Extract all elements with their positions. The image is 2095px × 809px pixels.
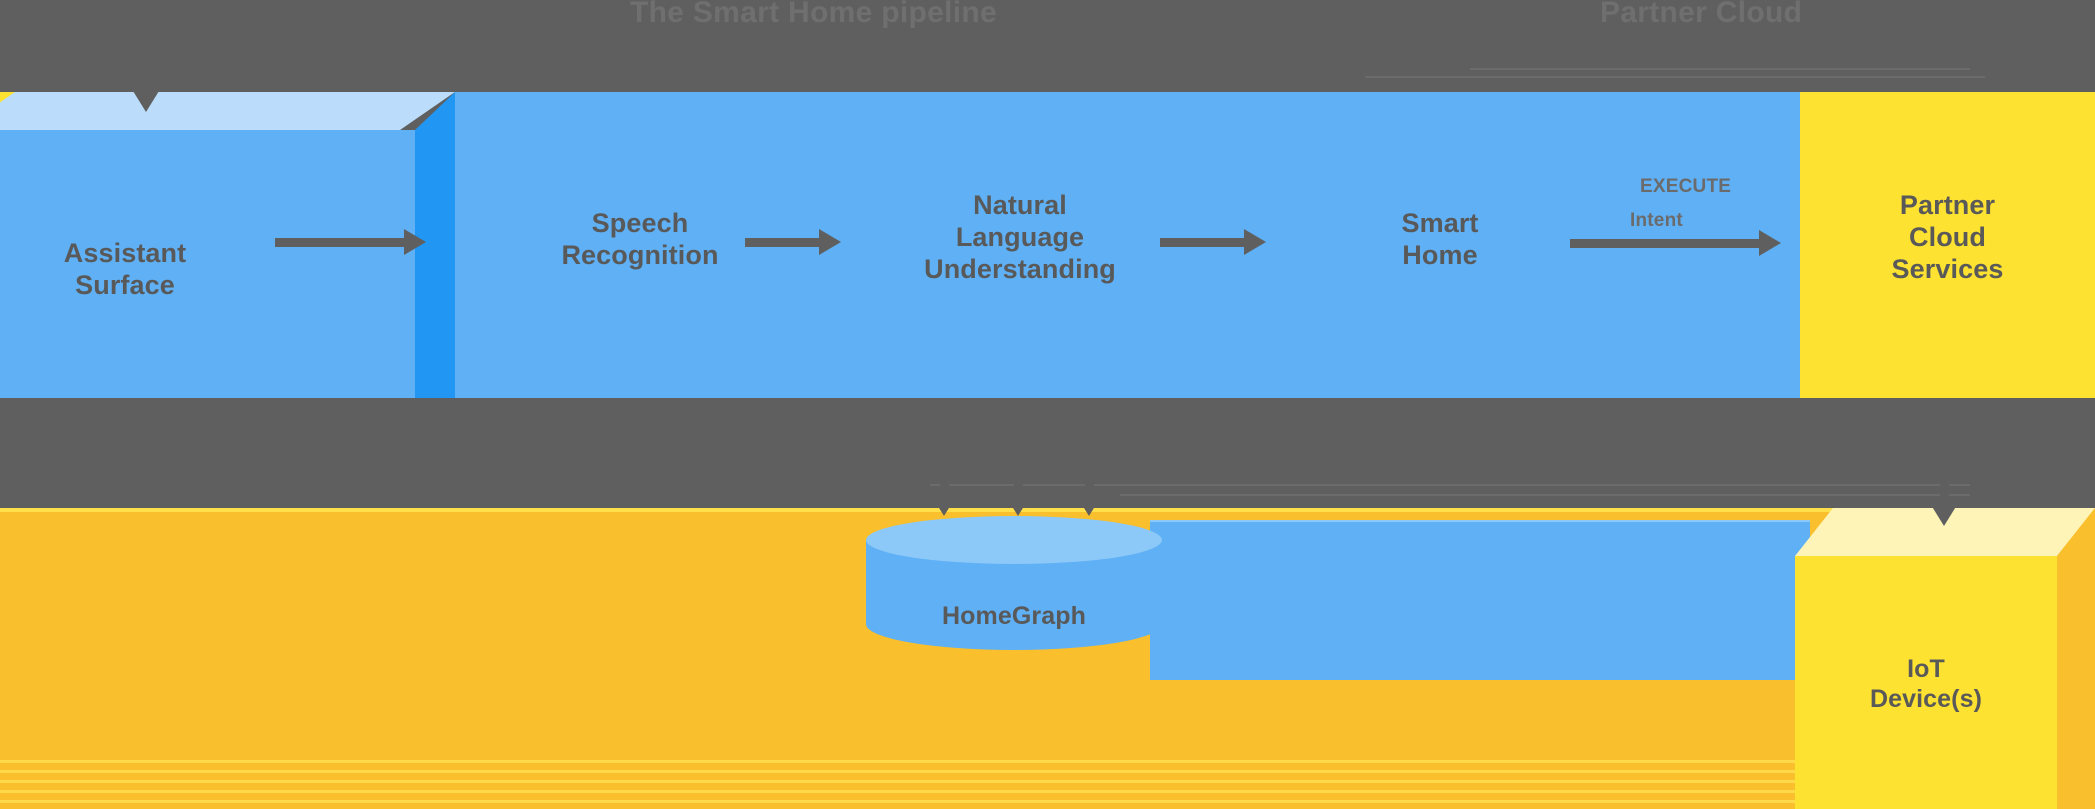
arrow-into-homegraph-2-icon [1005,466,1031,516]
arrow-into-iot-devices-icon [1931,470,1957,526]
execute-intent-label-line2: Intent [1630,210,1683,231]
node-iot-devices[interactable] [1795,508,2095,809]
assistant-surface-front-face [0,130,415,398]
partner-cloud-services-label: Partner Cloud Services [1891,190,2004,284]
arrow-surface-to-speech-icon [275,229,426,255]
header-rule-1 [1470,68,1970,70]
arrow-nlu-to-smarthome-icon [1160,229,1266,255]
assistant-surface-label: Assistant Surface [63,238,187,300]
header-title-right: Partner Cloud [1600,0,1803,29]
speech-recognition-label: Speech Recognition [561,208,719,270]
middle-background-band [0,398,2095,512]
iot-devices-label: IoT Device(s) [1869,655,1983,713]
assistant-surface-top-face [0,92,455,130]
home-graph-top-ellipse [866,516,1162,564]
execute-intent-label-line1: EXECUTE [1640,176,1732,197]
home-graph-label: HomeGraph [942,602,1086,630]
arrow-speech-to-nlu-icon [745,229,841,255]
natural-language-understanding-label: Natural Language Understanding [924,190,1116,284]
orange-band-edge [0,508,2095,512]
node-partner-cloud-services[interactable] [1800,92,2095,398]
node-home-graph[interactable]: HomeGraph [866,516,1162,674]
smart-home-label: Smart Home [1401,208,1479,270]
arrow-into-assistant-surface-icon [133,60,159,112]
header-rule-2 [1365,76,1985,78]
middle-rule-1 [930,484,1970,486]
homegraph-to-iot-connector [1150,522,1810,680]
middle-rule-2 [1120,494,1970,496]
arrow-into-homegraph-3-icon [1076,466,1102,516]
iot-devices-front-face [1795,556,2057,809]
header-title-left: The Smart Home pipeline [630,0,997,29]
arrow-into-homegraph-1-icon [931,466,957,516]
iot-devices-side-face [2057,508,2095,809]
arrow-smarthome-to-partner-icon [1570,230,1781,256]
